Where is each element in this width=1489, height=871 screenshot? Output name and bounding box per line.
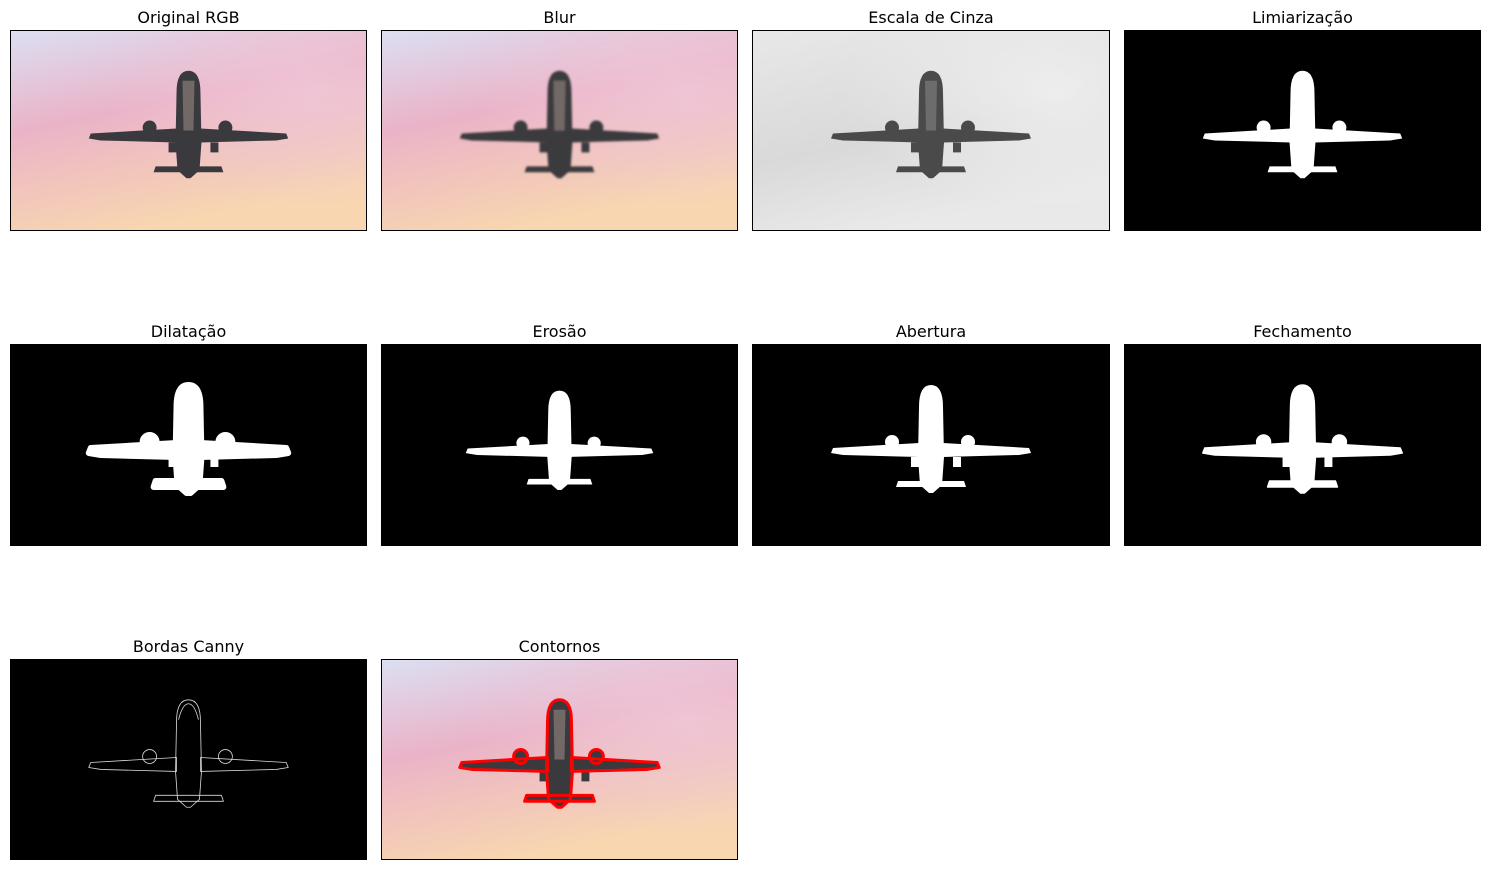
panel-opening: Abertura <box>752 322 1110 548</box>
panel-title: Limiarização <box>1252 8 1353 27</box>
panel-contours: Contornos <box>381 637 738 863</box>
panel-grayscale: Escala de Cinza <box>752 8 1110 234</box>
panel-blur: Blur <box>381 8 738 234</box>
image-opening <box>752 344 1110 546</box>
panel-closing: Fechamento <box>1124 322 1481 548</box>
image-closing <box>1124 344 1481 546</box>
image-grayscale <box>752 30 1110 231</box>
panel-title: Bordas Canny <box>132 637 245 656</box>
panel-dilation: Dilatação <box>10 322 367 548</box>
image-original-rgb <box>10 30 367 231</box>
panel-title: Erosão <box>532 322 587 341</box>
panel-title: Dilatação <box>150 322 227 341</box>
image-threshold <box>1124 30 1481 231</box>
panel-title: Fechamento <box>1253 322 1352 341</box>
image-erosion <box>381 344 738 546</box>
panel-title: Escala de Cinza <box>868 8 994 27</box>
panel-threshold: Limiarização <box>1124 8 1481 234</box>
panel-title: Contornos <box>518 637 601 656</box>
image-canny-edges <box>10 659 367 860</box>
image-contours <box>381 659 738 860</box>
panel-title: Blur <box>543 8 576 27</box>
panel-title: Original RGB <box>137 8 240 27</box>
panel-title: Abertura <box>895 322 967 341</box>
image-blur <box>381 30 738 231</box>
panel-original-rgb: Original RGB <box>10 8 367 234</box>
image-dilation <box>10 344 367 546</box>
panel-erosion: Erosão <box>381 322 738 548</box>
panel-canny-edges: Bordas Canny <box>10 637 367 863</box>
